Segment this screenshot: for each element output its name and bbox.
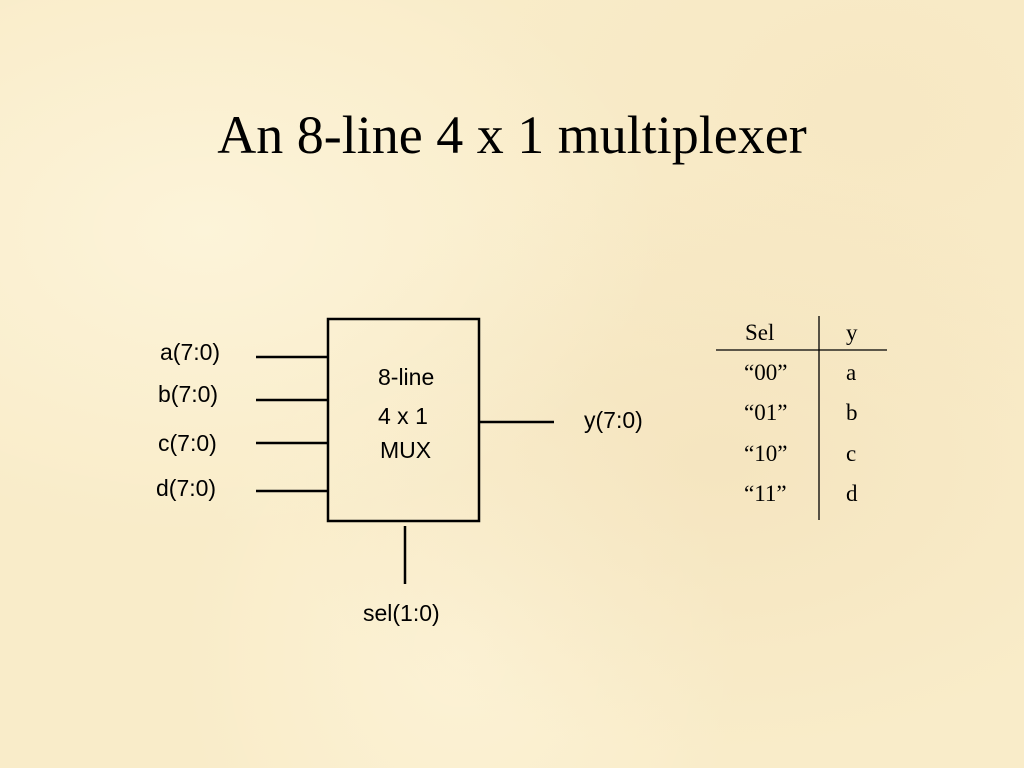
input-label-c: c(7:0) (158, 430, 217, 456)
mux-label-line1: 8-line (378, 364, 434, 390)
truth-table-header-sel: Sel (745, 320, 774, 345)
truth-table-header-y: y (846, 320, 858, 345)
output-label: y(7:0) (584, 407, 643, 433)
select-label: sel(1:0) (363, 600, 440, 626)
slide-title: An 8-line 4 x 1 multiplexer (217, 105, 807, 165)
truth-table-y-value: b (846, 400, 858, 425)
truth-table-sel-value: “10” (744, 441, 787, 466)
input-label-d: d(7:0) (156, 475, 216, 501)
truth-table-y-value: a (846, 360, 856, 385)
mux-label-line3: MUX (380, 437, 431, 463)
input-label-b: b(7:0) (158, 381, 218, 407)
truth-table-y-value: c (846, 441, 856, 466)
mux-label-line2: 4 x 1 (378, 403, 428, 429)
truth-table-sel-value: “00” (744, 360, 787, 385)
truth-table-sel-value: “01” (744, 400, 787, 425)
input-label-a: a(7:0) (160, 339, 220, 365)
mux-block (326, 317, 481, 523)
truth-table: Sel y “00” a “01” b “10” c “11” d (716, 316, 887, 520)
truth-table-y-value: d (846, 481, 858, 506)
truth-table-sel-value: “11” (744, 481, 787, 506)
